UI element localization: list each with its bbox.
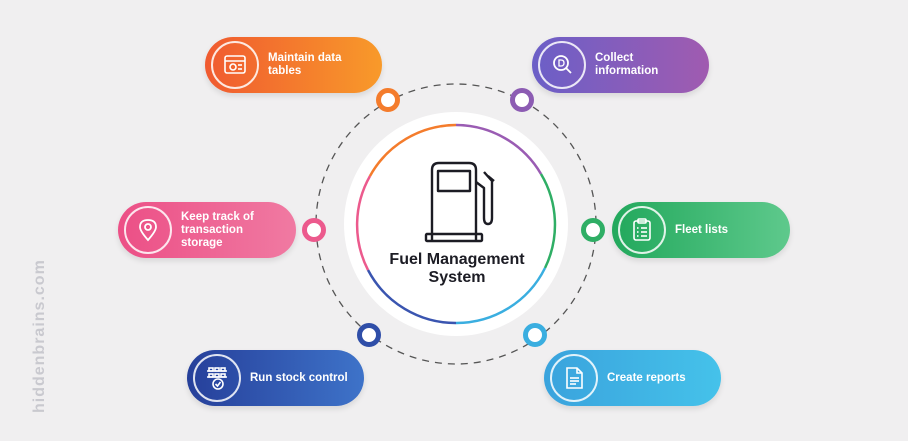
ring-arc-green	[539, 173, 557, 269]
ring-arc-blue	[455, 267, 547, 325]
connector-dot-fleet	[581, 218, 605, 242]
node-label-stock: Run stock control	[250, 371, 348, 384]
ring-arc-purple	[455, 123, 543, 175]
center-disc	[344, 112, 568, 336]
connector-dot-track	[302, 218, 326, 242]
ring-arc-pink	[355, 175, 372, 271]
document-icon	[550, 354, 598, 402]
stock-shelf-icon	[193, 354, 241, 402]
watermark: hiddenbrains.com	[31, 259, 48, 413]
center-title: Fuel Management System	[356, 251, 558, 287]
location-pin-icon	[124, 206, 172, 254]
node-keep-track-transaction-storage[interactable]: Keep track of transaction storage	[118, 202, 296, 258]
fuel-pump-icon	[424, 161, 495, 243]
node-label-collect: Collect information	[595, 52, 659, 77]
data-table-icon	[211, 41, 259, 89]
ring-arc-orange	[368, 123, 457, 177]
center-title-line2: System	[428, 269, 486, 286]
node-label-fleet: Fleet lists	[675, 223, 729, 236]
node-create-reports[interactable]: Create reports	[544, 350, 721, 406]
clipboard-icon	[618, 206, 666, 254]
node-label-track: Keep track of transaction storage	[181, 210, 254, 249]
node-fleet-lists[interactable]: Fleet lists	[612, 202, 790, 258]
connector-dot-collect	[510, 88, 534, 112]
node-run-stock-control[interactable]: Run stock control	[187, 350, 364, 406]
node-label-maintain: Maintain data tables	[268, 52, 342, 77]
connector-dot-stock	[357, 323, 381, 347]
connector-dot-maintain	[376, 88, 400, 112]
ring-arc-navy	[366, 269, 457, 325]
magnifier-icon	[538, 41, 586, 89]
connector-dot-reports	[523, 323, 547, 347]
node-collect-information[interactable]: Collect information	[532, 37, 709, 93]
center-title-line1: Fuel Management	[389, 251, 525, 268]
node-label-reports: Create reports	[607, 371, 686, 384]
node-maintain-data-tables[interactable]: Maintain data tables	[205, 37, 382, 93]
